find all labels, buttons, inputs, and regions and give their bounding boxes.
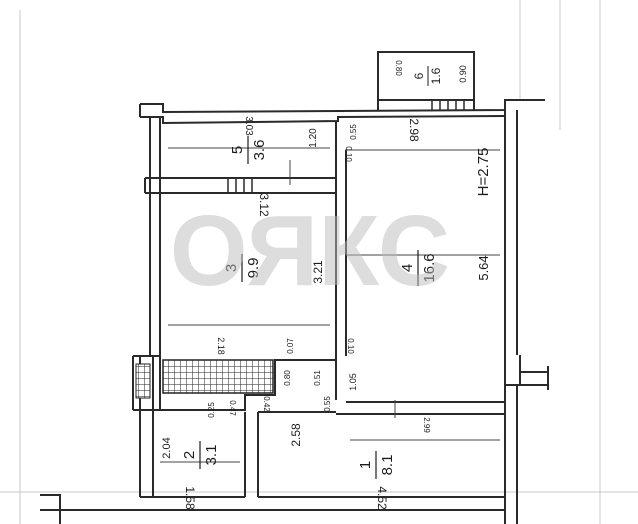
ceiling-height-label: H=2.75 [475, 148, 492, 197]
stair-landing-hatch [135, 363, 151, 399]
dim-1-58: 1.58 [183, 486, 197, 510]
dim-0-51: 0.51 [313, 370, 322, 386]
room-1-area: 8.1 [379, 455, 396, 476]
staircase-hatch [162, 359, 274, 394]
dim-0-55-top: 0.55 [349, 124, 358, 140]
dim-5-64: 5.64 [476, 255, 491, 280]
dim-3-21: 3.21 [311, 260, 325, 284]
dim-2-98: 2.98 [407, 118, 421, 142]
dim-0-90: 0.90 [458, 65, 468, 83]
dim-2-04: 2.04 [161, 437, 173, 458]
room-1-label: 1 8.1 [357, 451, 396, 479]
dim-0-80-balcony: 0.80 [394, 60, 403, 76]
room-3-number: 3 [223, 264, 240, 272]
room-2-area: 3.1 [203, 445, 220, 466]
dim-0-10-mid: 0.10 [346, 338, 355, 354]
room-5-area: 3.6 [251, 140, 268, 161]
dim-2-18: 2.18 [216, 337, 226, 355]
dim-0-42: 0.42 [262, 396, 271, 412]
room-1-number: 1 [357, 461, 374, 469]
watermark-logo: ОЯКС [170, 195, 450, 307]
room-2-number: 2 [181, 451, 198, 459]
walls [40, 51, 549, 524]
room-6-area: 1.6 [429, 67, 443, 84]
dim-0-80: 0.80 [283, 370, 292, 386]
dim-0-07: 0.07 [286, 338, 295, 354]
dim-0-25: 0.25 [207, 402, 216, 418]
room-5-label: 5 3.6 [229, 136, 268, 164]
dimension-labels: 3.03 1.20 0.55 0.10 2.98 3.12 3.21 5.64 … [161, 60, 491, 510]
dim-1-05: 1.05 [348, 373, 358, 391]
room-2-label: 2 3.1 [181, 441, 220, 469]
room-5-number: 5 [229, 146, 246, 154]
room-3-label: 3 9.9 [223, 254, 262, 282]
dim-3-03: 3.03 [243, 116, 254, 136]
room-6-number: 6 [412, 72, 426, 79]
dim-1-20: 1.20 [308, 128, 319, 148]
dim-2-58: 2.58 [289, 423, 303, 447]
room-4-number: 4 [399, 264, 416, 272]
dim-0-10-top: 0.10 [344, 146, 353, 162]
room-3-area: 9.9 [245, 258, 262, 279]
dimension-lines [160, 147, 500, 463]
dim-2-99: 2.99 [422, 417, 431, 433]
room-4-label: 4 16.6 [399, 250, 438, 286]
window-markers [227, 100, 465, 193]
dim-0-55-mid: 0.55 [323, 396, 332, 412]
dim-3-12: 3.12 [257, 193, 271, 217]
dim-0-47: 0.47 [228, 400, 237, 416]
room-4-area: 16.6 [421, 253, 438, 282]
room-6-label: 6 1.6 [412, 66, 443, 86]
dim-4-52: 4.52 [375, 486, 389, 510]
